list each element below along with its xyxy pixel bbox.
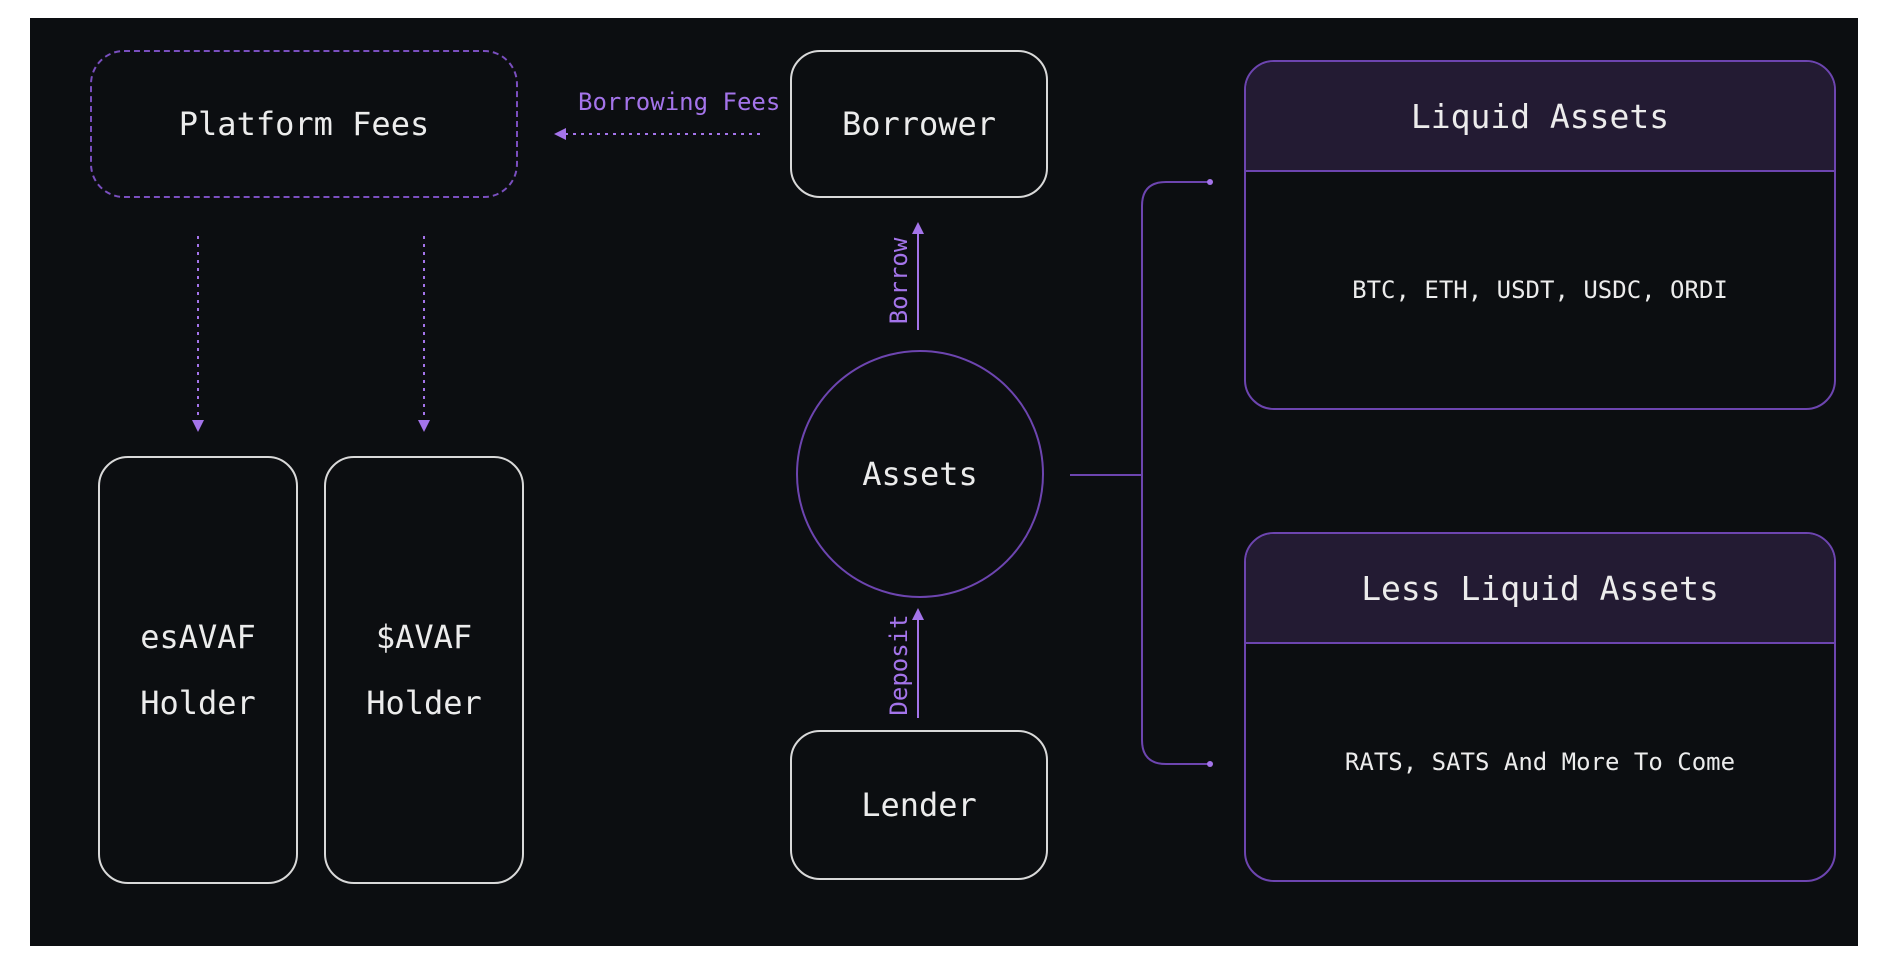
borrow-label: Borrow xyxy=(885,237,913,325)
platform-fees-node: Platform Fees xyxy=(90,50,518,198)
esavaf-holder-label: Holder xyxy=(140,684,256,722)
bracket-dot-bottom xyxy=(1207,761,1213,767)
esavaf-label: esAVAF xyxy=(140,618,256,656)
borrower-node: Borrower xyxy=(790,50,1048,198)
assets-flow-diagram: Platform Fees Borrowing Fees Borrower Bo… xyxy=(30,18,1858,946)
borrowing-fees-label: Borrowing Fees xyxy=(578,88,781,116)
bracket-dot-top xyxy=(1207,179,1213,185)
deposit-label: Deposit xyxy=(885,614,913,716)
connector-lines xyxy=(192,128,1213,767)
savaf-holder-node: $AVAF Holder xyxy=(324,456,524,884)
borrower-label: Borrower xyxy=(841,105,997,143)
less-liquid-assets-list: RATS, SATS And More To Come xyxy=(1344,748,1736,776)
platform-fees-label: Platform Fees xyxy=(178,105,430,143)
less-liquid-assets-title: Less Liquid Assets xyxy=(1246,534,1834,644)
esavaf-holder-node: esAVAF Holder xyxy=(98,456,298,884)
lender-label: Lender xyxy=(861,786,977,824)
liquid-assets-panel: Liquid Assets BTC, ETH, USDT, USDC, ORDI xyxy=(1244,60,1836,410)
assets-label: Assets xyxy=(862,455,978,493)
less-liquid-assets-panel: Less Liquid Assets RATS, SATS And More T… xyxy=(1244,532,1836,882)
assets-bracket xyxy=(1070,181,1210,765)
lender-node: Lender xyxy=(790,730,1048,880)
savaf-label: $AVAF xyxy=(375,618,473,656)
liquid-assets-list: BTC, ETH, USDT, USDC, ORDI xyxy=(1352,276,1728,304)
liquid-assets-title: Liquid Assets xyxy=(1246,62,1834,172)
savaf-holder-label: Holder xyxy=(366,684,482,722)
assets-node: Assets xyxy=(796,350,1044,598)
